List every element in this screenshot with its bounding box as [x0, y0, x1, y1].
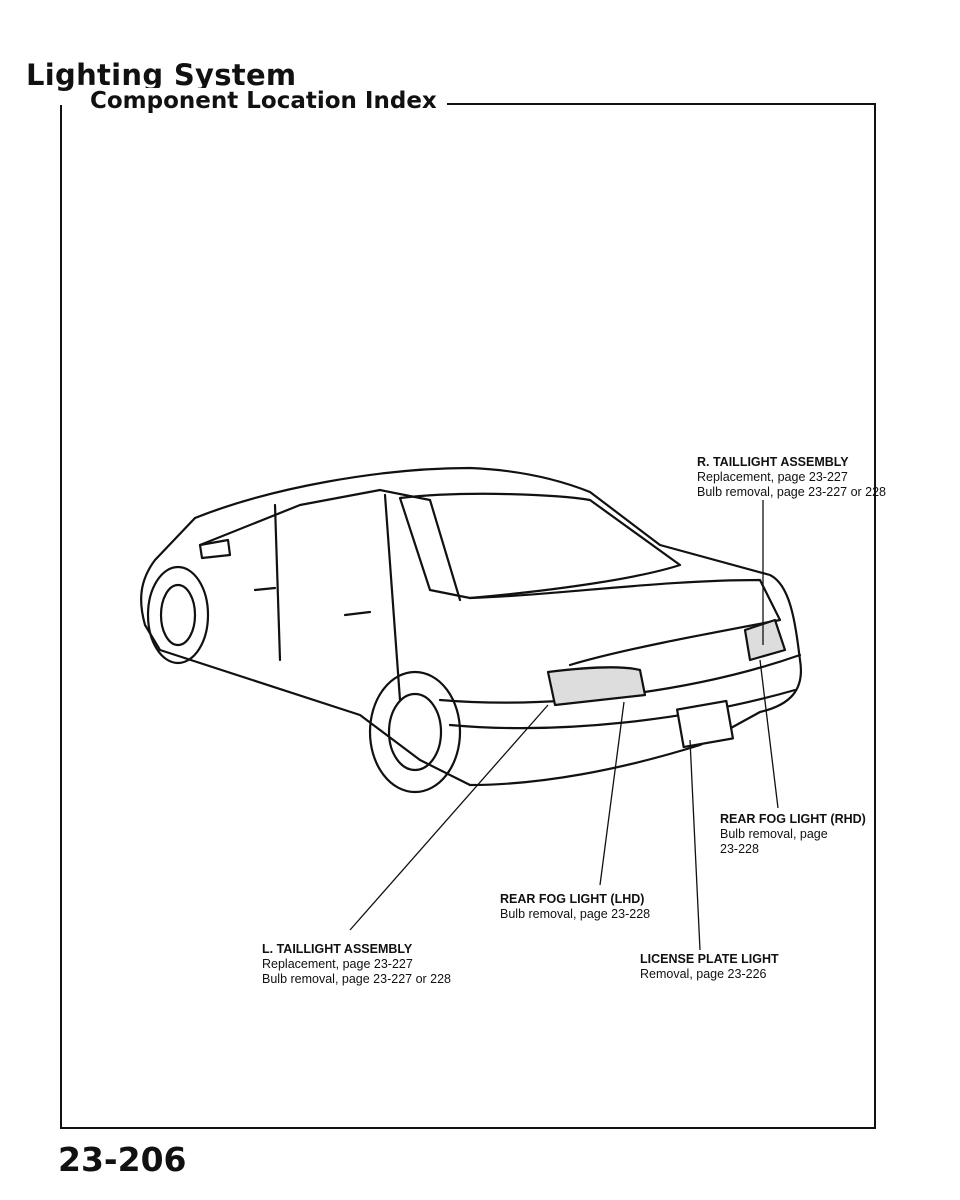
door-handle-rear — [343, 610, 372, 617]
door-handle-front — [253, 586, 277, 592]
callout-r-taillight: R. TAILLIGHT ASSEMBLY Replacement, page … — [697, 455, 887, 499]
right-taillight — [743, 618, 787, 662]
car-window-line — [198, 488, 462, 602]
license-plate — [675, 699, 735, 749]
callout-l-taillight: L. TAILLIGHT ASSEMBLY Replacement, page … — [262, 942, 452, 986]
leader-l-taillight — [349, 704, 549, 931]
car-rear-window — [398, 492, 682, 600]
frame-gap — [60, 103, 88, 105]
car-door-line — [273, 493, 402, 702]
car-trunk — [468, 578, 782, 667]
front-wheel-hub — [159, 583, 197, 647]
diagram-frame — [60, 103, 876, 1129]
callout-rear-fog-rhd: REAR FOG LIGHT (RHD) Bulb removal, page … — [720, 812, 866, 856]
callout-license-plate: LICENSE PLATE LIGHT Removal, page 23-226 — [640, 952, 779, 981]
left-taillight — [546, 666, 647, 707]
car-roof-outline — [193, 466, 803, 787]
front-wheel — [146, 565, 210, 665]
leader-license — [689, 739, 701, 951]
page-number: 23-206 — [58, 1140, 187, 1179]
leader-rear-fog-lhd — [599, 701, 625, 886]
leader-rear-fog-rhd — [759, 659, 779, 809]
side-mirror — [198, 538, 232, 560]
page-title: Lighting System — [26, 58, 297, 92]
callout-rear-fog-lhd: REAR FOG LIGHT (LHD) Bulb removal, page … — [500, 892, 651, 921]
rear-wheel — [368, 670, 462, 794]
section-subtitle: Component Location Index — [88, 88, 447, 114]
rear-wheel-hub — [387, 692, 443, 772]
car-side-outline — [140, 516, 472, 787]
